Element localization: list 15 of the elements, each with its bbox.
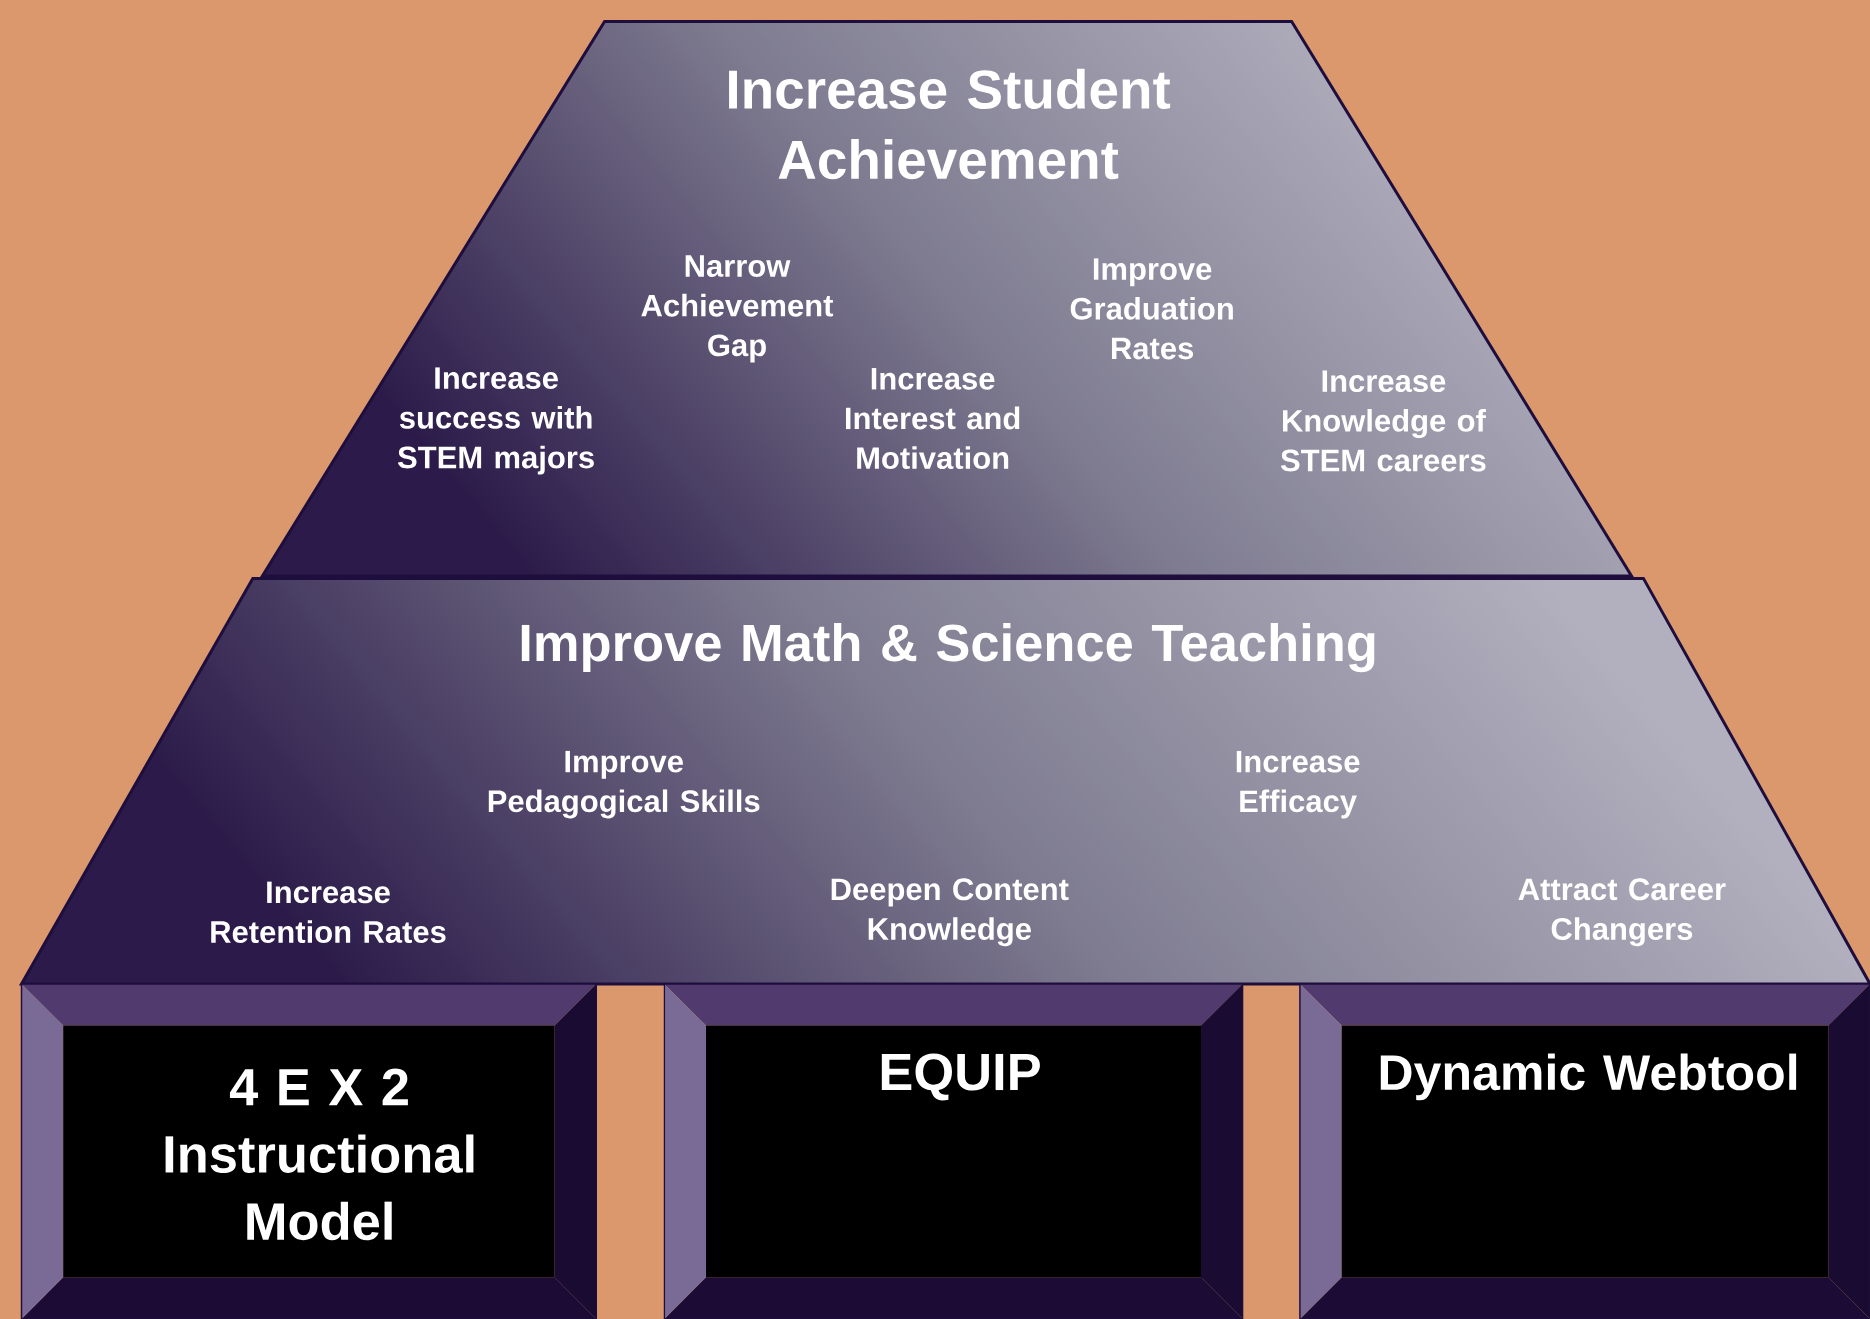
goal-text: Narrow Achievement Gap: [641, 255, 834, 363]
pillar-block: Dynamic Webtool: [1299, 983, 1870, 1319]
goal-text: Increase Efficacy: [1236, 750, 1360, 819]
goal-text: Improve Pedagogical Skills: [488, 750, 760, 819]
goal-text: Deepen Content Knowledge: [831, 878, 1069, 947]
goal-text: Increase success with STEM majors: [397, 367, 594, 475]
goal-text: Attract Career Changers: [1518, 878, 1726, 947]
goal-text: Increase Knowledge of STEM careers: [1280, 370, 1486, 472]
pillar-block: EQUIP: [663, 983, 1244, 1319]
tier-heading: Improve Math & Science Teaching: [521, 623, 1375, 673]
tier-heading: Increase Student Achievement: [729, 68, 1171, 180]
goal-text: Increase Retention Rates: [211, 881, 446, 943]
pillar-block: 4 E X 2 Instructional Model: [20, 983, 598, 1319]
goal-text: Improve Graduation Rates: [1070, 258, 1233, 360]
goal-text: Increase Interest and Motivation: [845, 368, 1020, 470]
